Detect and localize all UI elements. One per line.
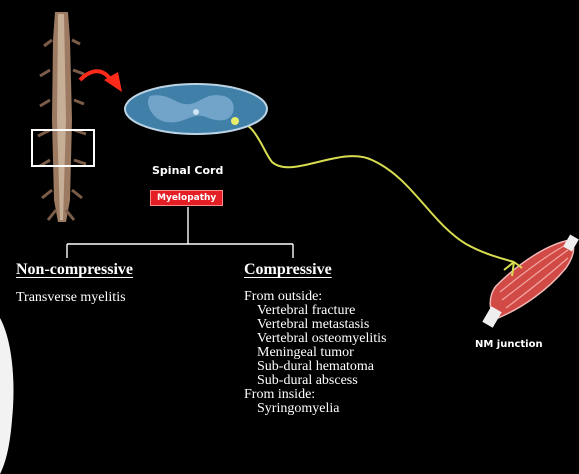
non-compressive-heading: Non-compressive (16, 261, 134, 278)
nm-junction-label: NM junction (475, 339, 543, 350)
spinal-cord-label: Spinal Cord (152, 164, 224, 177)
non-compressive-item: Transverse myelitis (16, 290, 126, 305)
spine-highlight-box (31, 129, 95, 167)
list-item: Sub-dural abscess (257, 373, 358, 388)
nerve-fiber (231, 120, 515, 263)
list-item: Vertebral osteomyelitis (257, 331, 387, 346)
from-inside-label: From inside: (244, 387, 316, 402)
spinal-cord-cross-section (124, 83, 268, 135)
from-outside-label: From outside: (244, 289, 323, 304)
arrow-head (104, 72, 122, 92)
shoulder-edge (0, 318, 14, 474)
list-item: Vertebral metastasis (257, 317, 370, 332)
muscle-illustration (482, 234, 579, 328)
list-item: Sub-dural hematoma (257, 359, 375, 374)
list-item: Meningeal tumor (257, 345, 354, 360)
spine-illustration (37, 12, 87, 222)
list-item: Vertebral fracture (257, 303, 356, 318)
compressive-heading: Compressive (244, 261, 332, 278)
list-item: Syringomyelia (257, 401, 340, 416)
compressive-list: From outside: Vertebral fracture Vertebr… (244, 290, 386, 416)
myelopathy-badge: Myelopathy (150, 190, 224, 206)
hierarchy-connector (66, 207, 294, 258)
